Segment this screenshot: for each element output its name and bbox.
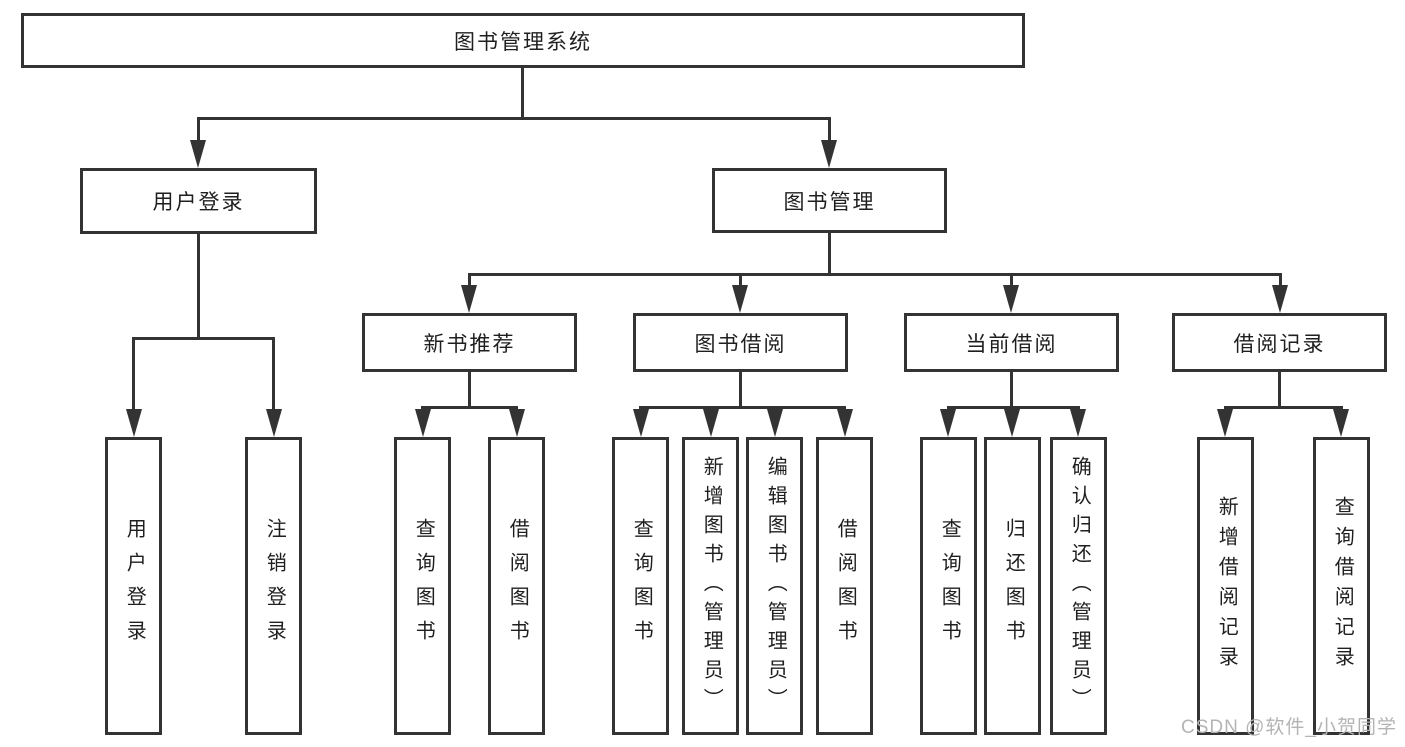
leaf-br-add-record: 新增借阅记录 <box>1197 437 1254 735</box>
connector-bm-branch-1 <box>468 273 471 289</box>
connector-root-branch-right <box>828 117 831 145</box>
leaf-cb-return-books: 归还图书 <box>984 437 1041 735</box>
arrow-to-br-add-record <box>1217 409 1233 437</box>
connector-root-split <box>197 117 831 120</box>
arrow-to-nb-query-books <box>415 409 431 437</box>
arrow-to-bb-query-books <box>633 409 649 437</box>
leaf-cb-confirm-return-admin: 确认归还（管理员） <box>1050 437 1107 735</box>
arrow-to-nb-borrow-books <box>509 409 525 437</box>
connector-ul-stem <box>197 234 200 337</box>
leaf-logout: 注销登录 <box>245 437 302 735</box>
connector-bm-split <box>468 273 1282 276</box>
arrow-to-book-management <box>821 140 837 168</box>
connector-root-branch-left <box>197 117 200 145</box>
leaf-cb-query-books: 查询图书 <box>920 437 977 735</box>
arrow-to-br-query-record <box>1333 409 1349 437</box>
connector-cb-stem <box>1010 372 1013 406</box>
connector-ul-split <box>132 337 275 340</box>
node-root-label: 图书管理系统 <box>454 30 592 54</box>
connector-bm-branch-3 <box>1010 273 1013 289</box>
node-current-borrow-label: 当前借阅 <box>965 332 1058 356</box>
leaf-cb-return-books-label: 归还图书 <box>1002 518 1025 654</box>
arrow-to-current-borrow <box>1003 285 1019 313</box>
leaf-nb-borrow-books: 借阅图书 <box>488 437 545 735</box>
connector-bb-stem <box>739 372 742 406</box>
leaf-bb-add-book-admin: 新增图书（管理员） <box>682 437 739 735</box>
leaf-bb-borrow-books: 借阅图书 <box>816 437 873 735</box>
node-borrow-records-label: 借阅记录 <box>1233 332 1326 356</box>
arrow-to-borrow-records <box>1272 285 1288 313</box>
leaf-nb-query-books-label: 查询图书 <box>412 518 435 654</box>
arrow-to-cb-confirm-return <box>1070 409 1086 437</box>
connector-root-stem <box>521 68 524 117</box>
leaf-br-query-record-label: 查询借阅记录 <box>1331 496 1354 676</box>
arrow-to-book-borrow <box>732 285 748 313</box>
connector-nb-split <box>421 406 518 409</box>
leaf-bb-query-books-label: 查询图书 <box>630 518 653 654</box>
connector-br-stem <box>1278 372 1281 406</box>
arrow-to-bb-add-book <box>703 409 719 437</box>
arrow-to-leaf-logout <box>266 409 282 437</box>
node-root: 图书管理系统 <box>21 13 1025 68</box>
leaf-br-add-record-label: 新增借阅记录 <box>1215 496 1238 676</box>
arrow-to-new-book-recommend <box>461 285 477 313</box>
arrow-to-cb-return-books <box>1004 409 1020 437</box>
csdn-watermark: CSDN @软件_小贺同学 <box>1181 717 1397 738</box>
leaf-bb-edit-book-admin: 编辑图书（管理员） <box>746 437 803 735</box>
connector-cb-split <box>947 406 1080 409</box>
arrow-to-bb-edit-book <box>767 409 783 437</box>
leaf-bb-query-books: 查询图书 <box>612 437 669 735</box>
connector-bb-split <box>639 406 846 409</box>
leaf-cb-confirm-return-admin-label: 确认归还（管理员） <box>1068 455 1091 717</box>
connector-bm-branch-4 <box>1279 273 1282 289</box>
connector-nb-stem <box>468 372 471 406</box>
node-book-management: 图书管理 <box>712 168 947 233</box>
node-borrow-records: 借阅记录 <box>1172 313 1387 372</box>
arrow-to-leaf-user-login <box>126 409 142 437</box>
connector-bm-stem <box>828 233 831 273</box>
connector-br-split <box>1224 406 1343 409</box>
node-book-borrow: 图书借阅 <box>633 313 848 372</box>
connector-ul-branch-2 <box>272 337 275 413</box>
leaf-bb-edit-book-admin-label: 编辑图书（管理员） <box>764 455 787 717</box>
leaf-nb-borrow-books-label: 借阅图书 <box>506 518 529 654</box>
node-new-book-recommend: 新书推荐 <box>362 313 577 372</box>
connector-bm-branch-2 <box>739 273 742 289</box>
arrow-to-bb-borrow-books <box>837 409 853 437</box>
node-user-login-label: 用户登录 <box>152 191 245 214</box>
leaf-user-login-label: 用户登录 <box>123 518 146 654</box>
leaf-br-query-record: 查询借阅记录 <box>1313 437 1370 735</box>
leaf-bb-add-book-admin-label: 新增图书（管理员） <box>700 455 723 717</box>
arrow-to-cb-query-books <box>940 409 956 437</box>
arrow-to-user-login <box>190 140 206 168</box>
leaf-nb-query-books: 查询图书 <box>394 437 451 735</box>
leaf-cb-query-books-label: 查询图书 <box>938 518 961 654</box>
node-user-login: 用户登录 <box>80 168 317 234</box>
leaf-logout-label: 注销登录 <box>263 518 286 654</box>
leaf-user-login: 用户登录 <box>105 437 162 735</box>
leaf-bb-borrow-books-label: 借阅图书 <box>834 518 857 654</box>
node-current-borrow: 当前借阅 <box>904 313 1119 372</box>
node-book-borrow-label: 图书借阅 <box>694 332 787 356</box>
node-new-book-recommend-label: 新书推荐 <box>423 332 516 356</box>
node-book-management-label: 图书管理 <box>783 190 876 214</box>
connector-ul-branch-1 <box>132 337 135 413</box>
